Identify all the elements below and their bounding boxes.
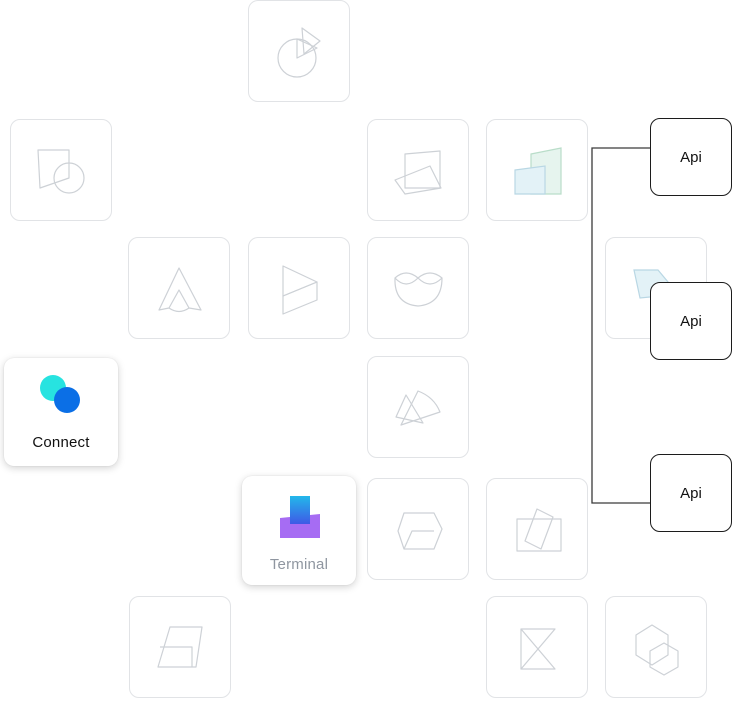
connect-label: Connect <box>32 434 90 451</box>
rotated-square-tile <box>486 478 588 580</box>
api-node-2[interactable]: Api <box>650 282 732 360</box>
terminal-card[interactable]: Terminal <box>242 476 356 585</box>
hex-cubes-tile <box>605 596 707 698</box>
shapes-tile <box>10 119 112 221</box>
connect-card[interactable]: Connect <box>4 358 118 466</box>
triangle-logo-icon <box>158 267 202 313</box>
cube-tilt-tile <box>367 119 469 221</box>
api-node-1[interactable]: Api <box>650 118 732 196</box>
infinity-tile <box>367 237 469 339</box>
stack-panels-tile <box>486 119 588 221</box>
hexagon-arrow-tile <box>367 478 469 580</box>
fan-icon <box>395 390 441 426</box>
pie-chart-tile <box>248 0 350 102</box>
shapes-icon <box>37 149 85 194</box>
parallelogram-tile <box>129 596 231 698</box>
fan-tile <box>367 356 469 458</box>
triangle-logo-tile <box>128 237 230 339</box>
connect-icon <box>40 375 80 413</box>
hex-cubes-icon <box>635 624 679 676</box>
bowtie-logo-icon <box>282 265 318 315</box>
cube-tilt-icon <box>394 150 442 195</box>
api-node-label: Api <box>680 312 702 330</box>
api-node-label: Api <box>680 484 702 502</box>
infinity-icon <box>394 272 443 307</box>
terminal-label: Terminal <box>269 556 329 573</box>
hourglass-tile <box>486 596 588 698</box>
parallelogram-icon <box>157 626 203 668</box>
api-node-3[interactable]: Api <box>650 454 732 532</box>
rotated-square-icon <box>516 508 562 552</box>
api-node-label: Api <box>680 148 702 166</box>
hourglass-icon <box>520 628 556 670</box>
pie-chart-icon <box>277 27 321 78</box>
bowtie-logo-tile <box>248 237 350 339</box>
stack-panels-icon <box>514 147 562 195</box>
terminal-icon <box>280 496 320 538</box>
hexagon-arrow-icon <box>397 512 443 550</box>
